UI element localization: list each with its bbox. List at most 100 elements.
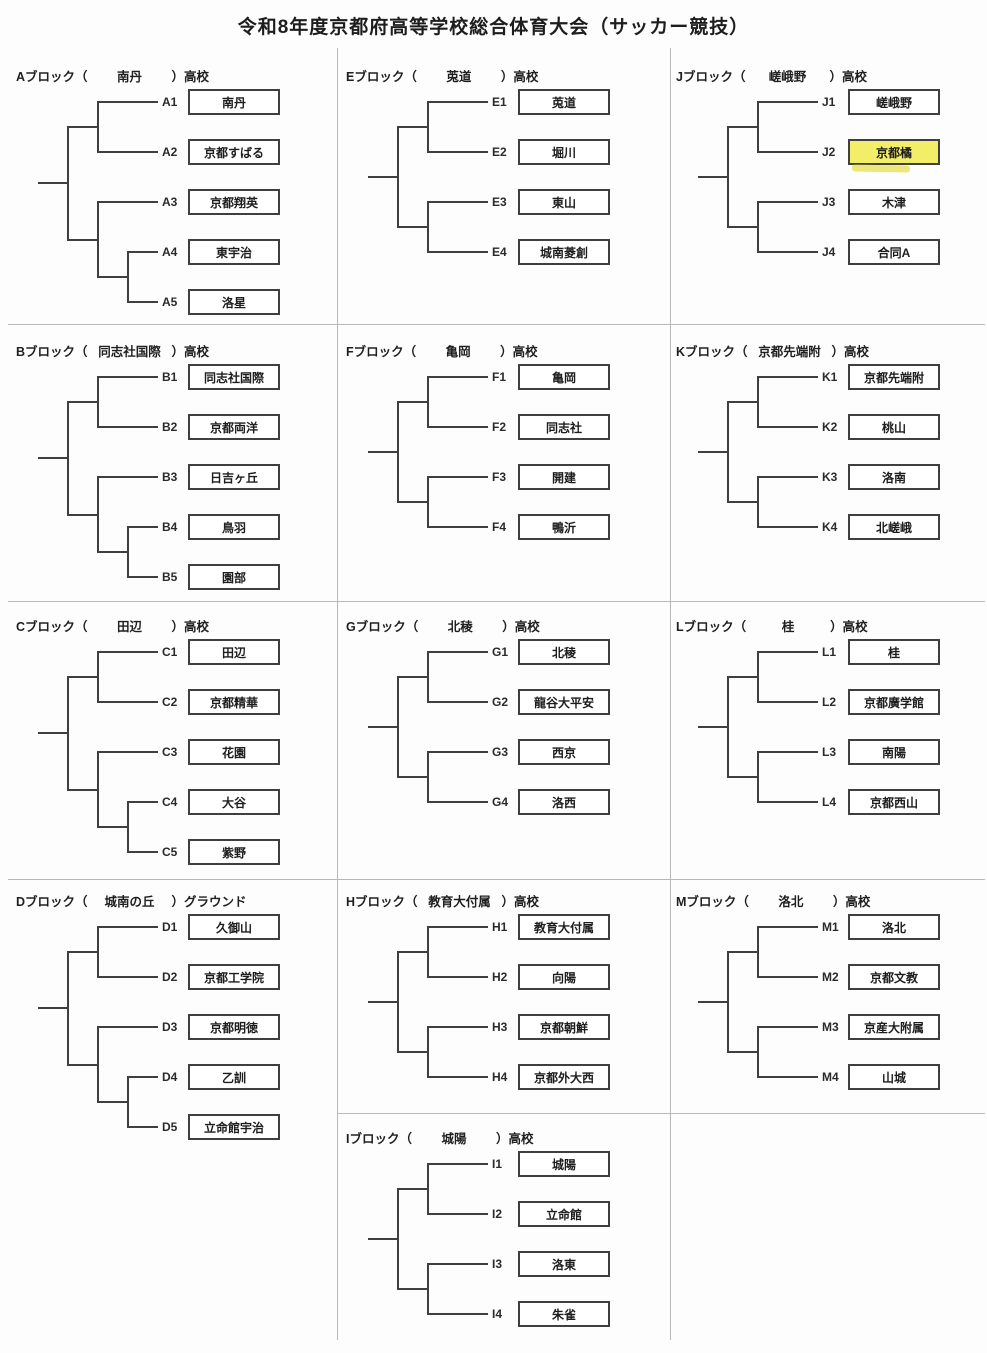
team-seed-label: H2: [492, 970, 508, 984]
team-name: 京都廣学館: [863, 695, 924, 710]
block-header-prefix: Lブロック（: [676, 620, 747, 634]
team-seed-label: C4: [162, 795, 178, 809]
block-header-E: Eブロック（莵道）高校: [346, 66, 538, 85]
grid-divider-horizontal-1: [8, 324, 985, 325]
team-box: 京産大附属: [848, 1014, 940, 1040]
bracket-line: [98, 926, 158, 928]
bracket-line: [757, 926, 759, 978]
team-seed-label: A3: [162, 195, 178, 209]
bracket-line: [428, 701, 488, 703]
team-name: 桂: [887, 645, 900, 660]
bracket-line: [427, 476, 429, 528]
bracket-line: [728, 1051, 758, 1053]
team-box: 園部: [188, 564, 280, 590]
team-box: 西京: [518, 739, 610, 765]
team-seed-label: A2: [162, 145, 178, 159]
team-box: 乙訓: [188, 1064, 280, 1090]
team-box: 京都翔英: [188, 189, 280, 215]
bracket-line: [428, 426, 488, 428]
block-header-prefix: Aブロック（: [16, 70, 88, 84]
team-name: 北嵯峨: [875, 520, 912, 535]
bracket-line: [98, 751, 158, 753]
grid-divider-vertical-2: [670, 48, 671, 1340]
team-box: 洛星: [188, 289, 280, 315]
bracket-line: [98, 101, 158, 103]
block-header-D: Dブロック（城南の丘）グラウンド: [16, 891, 247, 910]
bracket-line: [428, 926, 488, 928]
bracket-line: [38, 1007, 68, 1010]
team-seed-label: J4: [822, 245, 836, 259]
team-box: 教育大付属: [518, 914, 610, 940]
bracket-line: [67, 401, 69, 516]
bracket-line: [728, 776, 758, 778]
bracket-line: [428, 376, 488, 378]
team-name: 同志社国際: [203, 370, 264, 385]
team-name: 開建: [551, 470, 576, 485]
block-header-prefix: Kブロック（: [676, 345, 748, 359]
bracket-line: [427, 1263, 429, 1315]
team-box: 東宇治: [188, 239, 280, 265]
team-box: 紫野: [188, 839, 280, 865]
bracket-line: [98, 976, 158, 978]
block-header-suffix: ）高校: [830, 620, 868, 634]
team-box: 京都明徳: [188, 1014, 280, 1040]
bracket-line: [128, 576, 158, 578]
team-seed-label: H4: [492, 1070, 508, 1084]
team-name: 花園: [221, 745, 246, 760]
bracket-line: [398, 1188, 428, 1190]
bracket-line: [758, 376, 818, 378]
team-box: 京都両洋: [188, 414, 280, 440]
bracket-line: [127, 526, 129, 578]
block-header-C: Cブロック（田辺）高校: [16, 616, 209, 635]
team-box: 京都西山: [848, 789, 940, 815]
team-box: 嵯峨野: [848, 89, 940, 115]
team-name: 京都西山: [869, 795, 918, 810]
team-name: 合同A: [877, 245, 911, 260]
block-venue: 洛北: [778, 895, 804, 909]
team-box: 亀岡: [518, 364, 610, 390]
team-name: 京都両洋: [209, 420, 258, 435]
team-name: 京都橘: [875, 145, 912, 160]
bracket-line: [698, 1001, 728, 1003]
team-box: 花園: [188, 739, 280, 765]
team-seed-label: L2: [822, 695, 837, 709]
block-header-suffix: ）高校: [171, 620, 210, 634]
bracket-line: [758, 651, 818, 653]
bracket-line: [97, 751, 99, 828]
bracket-line: [758, 201, 818, 203]
block-venue: 亀岡: [445, 345, 471, 359]
team-seed-label: D5: [162, 1120, 178, 1134]
bracket-line: [727, 126, 729, 228]
team-box: 京都先端附: [848, 364, 940, 390]
team-name: 莵道: [551, 95, 576, 110]
team-seed-label: K3: [822, 470, 838, 484]
team-seed-label: F1: [492, 370, 507, 384]
bracket-line: [368, 1001, 398, 1003]
bracket-line: [98, 376, 158, 378]
team-box: 城南菱創: [518, 239, 610, 265]
team-box: 北稜: [518, 639, 610, 665]
team-name: 向陽: [551, 970, 576, 985]
bracket-line: [728, 951, 758, 953]
team-box: 京都外大西: [518, 1064, 610, 1090]
team-name: 洛北: [881, 920, 906, 935]
team-seed-label: A5: [162, 295, 178, 309]
team-seed-label: E1: [492, 95, 507, 109]
block-header-prefix: Hブロック（: [346, 895, 418, 909]
bracket-line: [758, 751, 818, 753]
team-seed-label: G2: [492, 695, 509, 709]
team-name: 同志社: [545, 420, 582, 435]
bracket-line: [128, 526, 158, 528]
bracket-line: [757, 101, 759, 153]
team-seed-label: D2: [162, 970, 178, 984]
bracket-line: [758, 251, 818, 253]
bracket-line: [38, 182, 68, 185]
block-venue: 同志社国際: [98, 345, 161, 359]
team-seed-label: C3: [162, 745, 178, 759]
bracket-line: [127, 1076, 129, 1128]
team-seed-label: K2: [822, 420, 838, 434]
team-name: 日吉ヶ丘: [209, 470, 258, 485]
bracket-line: [97, 376, 99, 428]
team-name: 東宇治: [215, 245, 252, 260]
team-seed-label: M4: [822, 1070, 839, 1084]
